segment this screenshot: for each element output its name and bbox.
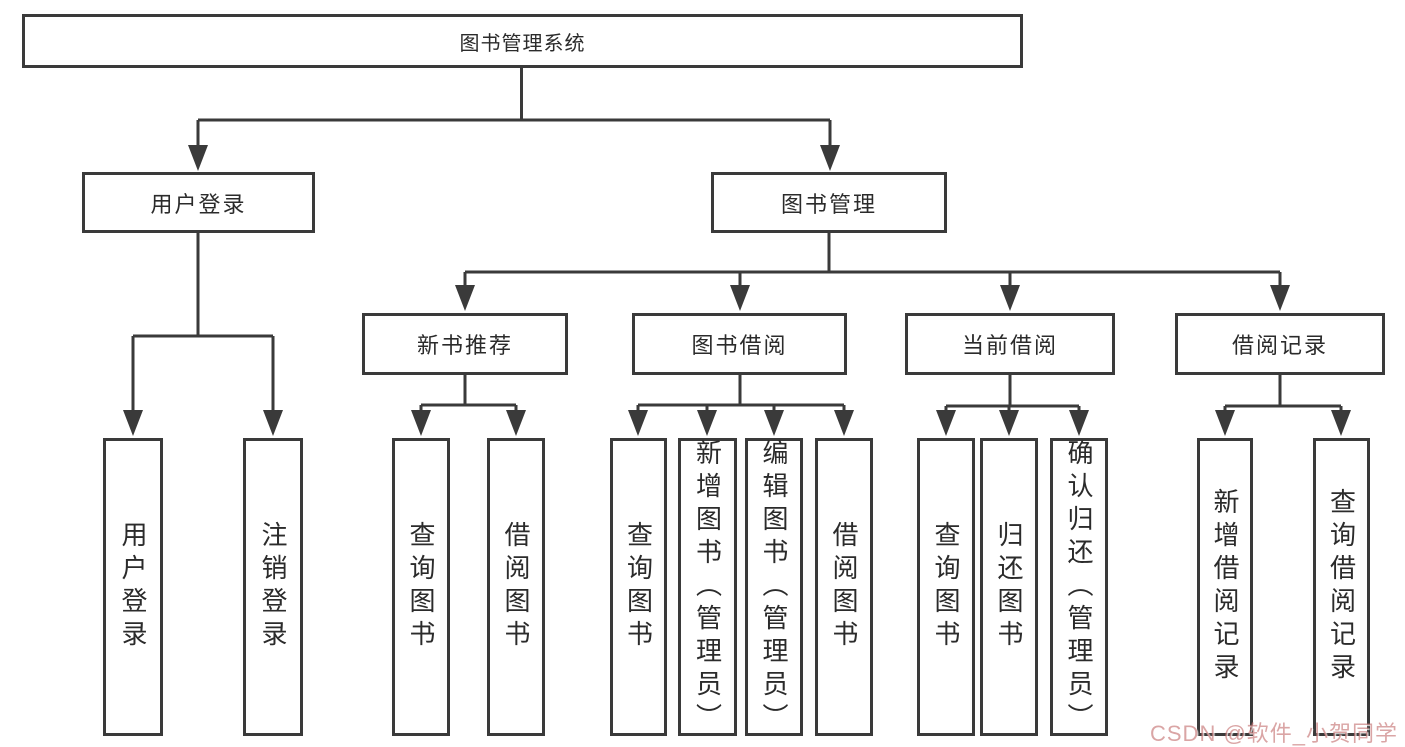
node-label: 查询图书 <box>406 521 436 653</box>
node-return-books: 归还图书 <box>980 438 1038 736</box>
connector-current-borrow-to-leaves <box>944 373 1081 415</box>
node-label: 图书管理系统 <box>459 32 586 55</box>
node-new-book-recommend: 新书推荐 <box>362 313 568 375</box>
arrowheads-borrow-records-to-leaves <box>1215 410 1351 436</box>
arrowheads-book-management-to-level3 <box>455 285 1290 311</box>
node-edit-books-admin: 编辑图书（管理员） <box>745 438 803 736</box>
node-label: 编辑图书（管理员） <box>759 438 789 736</box>
node-user-login-leaf: 用户登录 <box>103 438 163 736</box>
node-label: 查询借阅记录 <box>1326 488 1357 686</box>
arrowheads-user-login-to-leaves <box>123 410 283 436</box>
connector-book-borrow-to-leaves <box>636 373 846 415</box>
node-borrow-records: 借阅记录 <box>1175 313 1385 375</box>
node-book-management: 图书管理 <box>711 172 947 233</box>
node-label: 查询图书 <box>623 521 654 653</box>
node-label: 归还图书 <box>994 521 1024 653</box>
node-label: 用户登录 <box>150 191 247 217</box>
node-label: 新增借阅记录 <box>1210 488 1240 686</box>
connector-book-management-to-level3 <box>463 231 1282 290</box>
node-user-login: 用户登录 <box>82 172 315 233</box>
node-label: 借阅图书 <box>829 521 859 653</box>
node-query-books-newbook: 查询图书 <box>392 438 450 736</box>
connector-borrow-records-to-leaves <box>1223 373 1343 415</box>
node-library-management-system: 图书管理系统 <box>22 14 1023 68</box>
node-label: 当前借阅 <box>961 333 1058 358</box>
arrowheads-root-to-level2 <box>188 145 840 171</box>
csdn-watermark: CSDN @软件_小贺同学 <box>1150 721 1399 746</box>
node-book-borrowing: 图书借阅 <box>632 313 847 375</box>
connector-root-to-level2 <box>196 66 832 150</box>
node-label: 查询图书 <box>931 521 961 653</box>
node-borrow-books-borrow: 借阅图书 <box>815 438 873 736</box>
node-query-borrow-record: 查询借阅记录 <box>1313 438 1370 736</box>
node-query-books-current: 查询图书 <box>917 438 975 736</box>
node-label: 用户登录 <box>118 521 148 653</box>
node-add-borrow-record: 新增借阅记录 <box>1197 438 1253 736</box>
connector-user-login-to-leaves <box>131 231 275 415</box>
node-label: 注销登录 <box>258 521 288 653</box>
node-confirm-return-admin: 确认归还（管理员） <box>1050 438 1108 736</box>
node-current-borrowing: 当前借阅 <box>905 313 1115 375</box>
node-label: 图书管理 <box>780 191 877 217</box>
node-label: 借阅图书 <box>501 521 531 653</box>
node-query-books-borrow: 查询图书 <box>610 438 667 736</box>
node-logout-leaf: 注销登录 <box>243 438 303 736</box>
node-label: 确认归还（管理员） <box>1064 438 1094 736</box>
arrowheads-new-book-to-leaves <box>411 410 526 436</box>
connector-new-book-to-leaves <box>419 373 518 415</box>
node-label: 新增图书（管理员） <box>692 438 723 736</box>
arrowheads-book-borrow-to-leaves <box>628 410 854 436</box>
arrowheads-current-borrow-to-leaves <box>936 410 1089 436</box>
node-label: 图书借阅 <box>691 333 788 358</box>
node-label: 新书推荐 <box>416 333 513 358</box>
node-add-books-admin: 新增图书（管理员） <box>678 438 737 736</box>
node-borrow-books-newbook: 借阅图书 <box>487 438 545 736</box>
node-label: 借阅记录 <box>1231 333 1328 358</box>
